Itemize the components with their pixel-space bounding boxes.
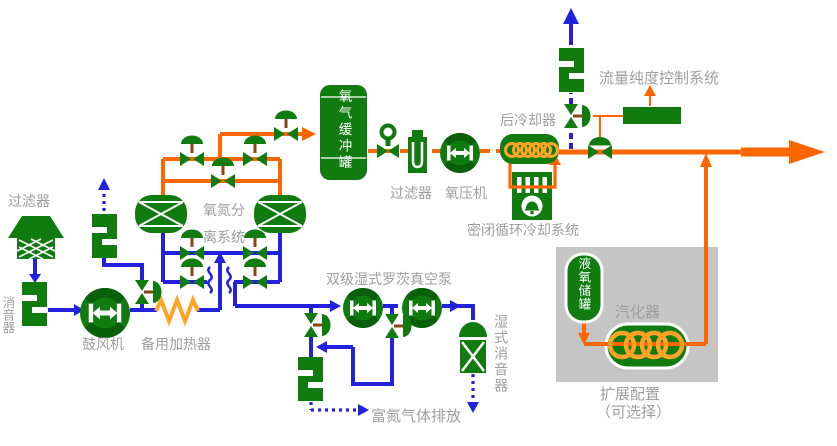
lox-tank-label: 液氧储罐 [576, 257, 591, 311]
aftercooler-label: 后冷却器 [500, 112, 556, 128]
blowoff-muffler-icon [91, 214, 118, 258]
purity-vent-valve-icon [564, 104, 591, 128]
expansion-label: 扩展配置 [600, 386, 661, 403]
flow-purity-control-label: 流量纯度控制系统 [599, 70, 720, 87]
n2-muffler-icon [297, 357, 324, 401]
inlet-filter-icon [8, 216, 64, 260]
control-signal-lines [593, 85, 656, 137]
product-outlet-arrow [741, 140, 825, 164]
lox-pipe [578, 153, 712, 346]
blowoff-pipe [98, 178, 144, 310]
lox-tank-icon [564, 252, 604, 324]
feed-valve-left-icon [180, 229, 204, 260]
equalization-valve-icon [211, 157, 235, 188]
oxygen-valve-left-icon [180, 135, 204, 166]
wet-muffler-icon [459, 322, 487, 373]
oxygen-compressor-icon [440, 133, 480, 173]
mid-filter-label: 过滤器 [390, 185, 432, 201]
flow-control-valve-icon [588, 137, 612, 159]
wet-muffler-label: 湿式消音器 [493, 314, 510, 394]
vacuum-pump-1-icon [343, 288, 383, 328]
blowoff-valve-icon [135, 280, 162, 304]
inlet-muffler-icon [21, 282, 48, 326]
hand-valve-icon [377, 123, 399, 158]
inlet-filter-label: 过滤器 [8, 193, 50, 209]
vaporizer-label: 汽化器 [615, 304, 661, 321]
vent-muffler-icon [558, 48, 585, 92]
separation-system-label: 氧氮分离系统 [203, 202, 245, 245]
adsorber-left-icon [134, 194, 188, 234]
air-inlet-pipe [29, 258, 84, 316]
vacuum-pump-label: 双级湿式罗茨真空泵 [326, 271, 452, 287]
adsorber-right-icon [253, 194, 307, 234]
vent-valve-icon [304, 313, 331, 337]
n2-discharge-pipe [309, 402, 369, 416]
pump-bypass-valve-icon [385, 314, 412, 338]
blower-label: 鼓风机 [82, 336, 124, 352]
oxygen-buffer-tank-icon [320, 85, 367, 180]
buffer-tank-label: 氧气缓冲罐 [336, 89, 352, 172]
oxygen-valve-right-icon [243, 135, 267, 166]
backup-heater-coil [154, 294, 200, 327]
vacuum-pump-pipes [309, 300, 475, 386]
flow-control-box [623, 107, 681, 124]
line-filter-icon [408, 130, 427, 173]
vacuum-valve-left-icon [180, 258, 204, 289]
vacuum-valve-right-icon [243, 258, 267, 289]
aftercooler-icon [500, 134, 559, 164]
aftercooler-vent-pipe [563, 8, 579, 149]
n2-discharge-label: 富氮气体排放 [371, 408, 462, 425]
cooling-unit-icon [512, 172, 552, 220]
vaporizer-coil [607, 330, 685, 360]
blower-icon [80, 288, 130, 338]
closed-cooling-label: 密闭循环冷却系统 [467, 222, 579, 238]
optional-label: （可选择） [596, 404, 672, 421]
backup-heater-label: 备用加热器 [141, 336, 211, 352]
inlet-muffler-label: 消音器 [0, 296, 15, 334]
oxygen-compressor-label: 氧压机 [445, 185, 487, 201]
product-valve-icon [274, 110, 298, 141]
wet-muffler-vent-pipe [467, 374, 479, 413]
